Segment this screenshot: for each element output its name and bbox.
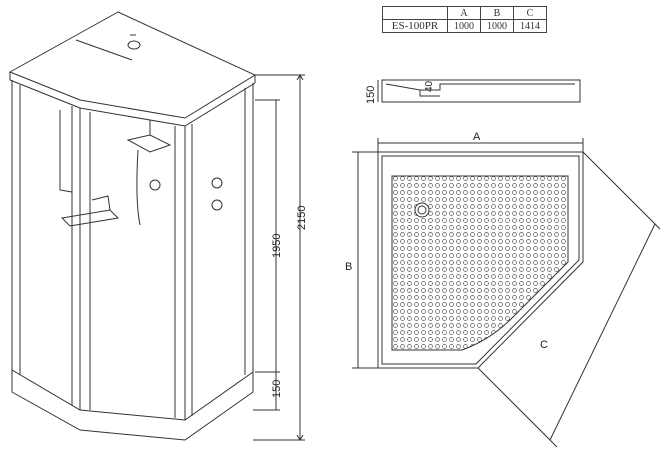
side-dim-150: 150 [365,86,377,104]
tray-top-view [377,151,584,369]
dim-c-label: C [540,339,548,351]
tray-dimension-lines [352,138,660,448]
dim-b-label: B [345,261,352,273]
tray-side-view [377,79,581,103]
height-dimensions [253,74,305,441]
spec-table: A B C ES-100PR 1000 1000 1414 [382,6,547,33]
dim-2150: 2150 [296,206,308,230]
side-dim-40: 40 [424,80,435,92]
table-row: ES-100PR 1000 1000 1414 [382,19,547,33]
shower-cabin-drawing [8,11,257,441]
dim-1950: 1950 [271,234,283,258]
dim-a-label: A [473,131,481,143]
cell-c: 1414 [513,19,547,33]
dim-150: 150 [271,380,283,398]
table-header-row: A B C [382,6,547,20]
